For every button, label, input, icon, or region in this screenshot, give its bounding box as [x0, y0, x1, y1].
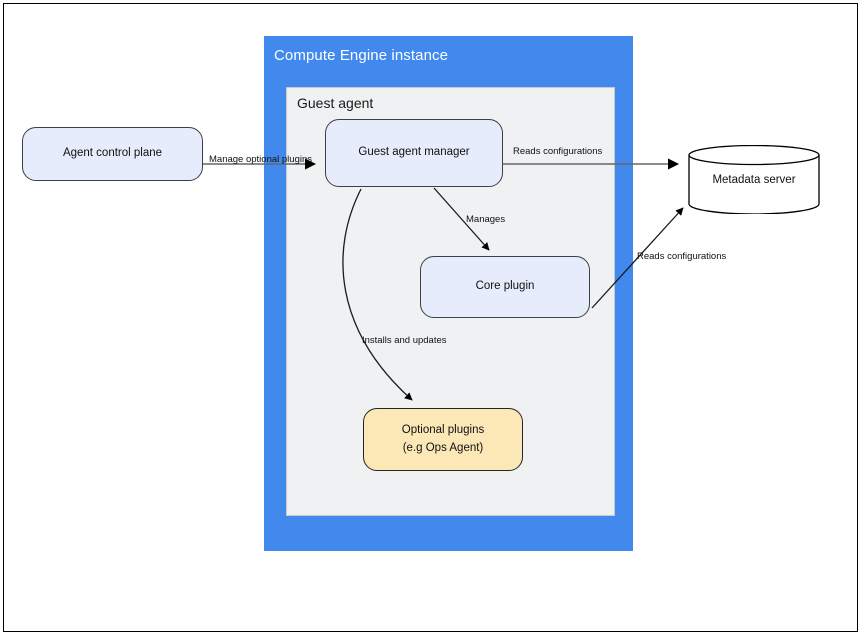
- node-guest-agent-manager-label: Guest agent manager: [358, 146, 470, 159]
- node-optional-plugins-label-line1: Optional plugins: [401, 423, 485, 436]
- node-guest-agent-manager[interactable]: Guest agent manager: [325, 119, 503, 187]
- node-metadata-server[interactable]: Metadata server: [688, 145, 820, 214]
- edge-label-reads-configurations-core: Reads configurations: [637, 251, 727, 262]
- node-optional-plugins[interactable]: Optional plugins (e.g Ops Agent): [363, 408, 523, 471]
- node-agent-control-plane-label: Agent control plane: [62, 147, 163, 160]
- edge-label-installs-and-updates: Installs and updates: [362, 335, 447, 346]
- guest-agent-label: Guest agent: [297, 95, 374, 111]
- node-optional-plugins-label-line2: (e.g Ops Agent): [402, 441, 484, 454]
- edge-label-manage-optional-plugins: Manage optional plugins: [209, 154, 312, 165]
- cylinder-shape: [688, 145, 820, 214]
- compute-engine-instance-label: Compute Engine instance: [274, 47, 449, 64]
- node-core-plugin-label: Core plugin: [475, 280, 535, 293]
- edge-label-manages: Manages: [466, 214, 506, 225]
- node-core-plugin[interactable]: Core plugin: [420, 256, 590, 318]
- node-agent-control-plane[interactable]: Agent control plane: [22, 127, 203, 181]
- edge-label-reads-configurations-manager: Reads configurations: [513, 146, 603, 157]
